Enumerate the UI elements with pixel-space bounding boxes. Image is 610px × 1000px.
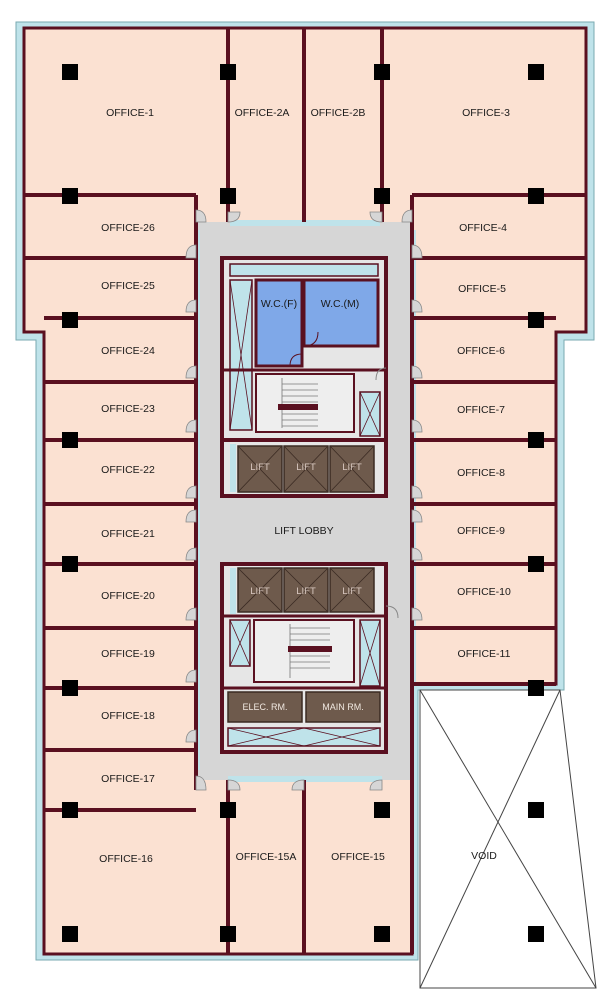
label-office-25: OFFICE-25 bbox=[101, 280, 155, 292]
label-lift-5: LIFT bbox=[296, 586, 316, 597]
label-office-23: OFFICE-23 bbox=[101, 403, 155, 415]
label-office-1: OFFICE-1 bbox=[106, 107, 154, 119]
room-labels: OFFICE-1 OFFICE-2A OFFICE-2B OFFICE-3 OF… bbox=[99, 107, 511, 865]
label-office-24: OFFICE-24 bbox=[101, 345, 155, 357]
label-main-rm: MAIN RM. bbox=[322, 702, 364, 712]
label-office-16: OFFICE-16 bbox=[99, 853, 153, 865]
label-office-2a: OFFICE-2A bbox=[235, 107, 290, 119]
exterior-wall bbox=[22, 26, 588, 956]
label-office-15: OFFICE-15 bbox=[331, 851, 385, 863]
label-office-11: OFFICE-11 bbox=[458, 648, 511, 660]
label-office-19: OFFICE-19 bbox=[101, 648, 155, 660]
label-lift-3: LIFT bbox=[342, 462, 362, 473]
label-void: VOID bbox=[471, 850, 497, 862]
label-wc-f: W.C.(F) bbox=[261, 298, 297, 310]
label-office-15a: OFFICE-15A bbox=[236, 851, 297, 863]
label-office-5: OFFICE-5 bbox=[458, 283, 506, 295]
upper-lifts bbox=[230, 444, 375, 493]
wc-block bbox=[254, 278, 380, 368]
label-office-8: OFFICE-8 bbox=[457, 467, 505, 479]
structural-columns bbox=[62, 64, 544, 942]
label-office-6: OFFICE-6 bbox=[457, 345, 505, 357]
label-lift-4: LIFT bbox=[250, 586, 270, 597]
label-wc-m: W.C.(M) bbox=[321, 298, 360, 310]
label-office-7: OFFICE-7 bbox=[457, 404, 505, 416]
void-area bbox=[419, 689, 597, 989]
label-office-2b: OFFICE-2B bbox=[311, 107, 366, 119]
corridor-doors bbox=[185, 209, 423, 791]
label-lift-2: LIFT bbox=[296, 462, 316, 473]
label-office-26: OFFICE-26 bbox=[101, 222, 155, 234]
label-office-9: OFFICE-9 bbox=[457, 525, 505, 537]
label-office-3: OFFICE-3 bbox=[462, 107, 510, 119]
label-office-4: OFFICE-4 bbox=[459, 222, 507, 234]
label-office-22: OFFICE-22 bbox=[101, 464, 155, 476]
label-lift-6: LIFT bbox=[342, 586, 362, 597]
label-office-21: OFFICE-21 bbox=[101, 528, 155, 540]
label-lift-lobby: LIFT LOBBY bbox=[274, 525, 333, 537]
label-office-20: OFFICE-20 bbox=[101, 590, 155, 602]
lower-core bbox=[220, 367, 399, 754]
label-elec-rm: ELEC. RM. bbox=[242, 702, 287, 712]
label-office-17: OFFICE-17 bbox=[101, 773, 155, 785]
label-office-18: OFFICE-18 bbox=[101, 710, 155, 722]
label-office-10: OFFICE-10 bbox=[457, 586, 511, 598]
label-lift-1: LIFT bbox=[250, 462, 270, 473]
